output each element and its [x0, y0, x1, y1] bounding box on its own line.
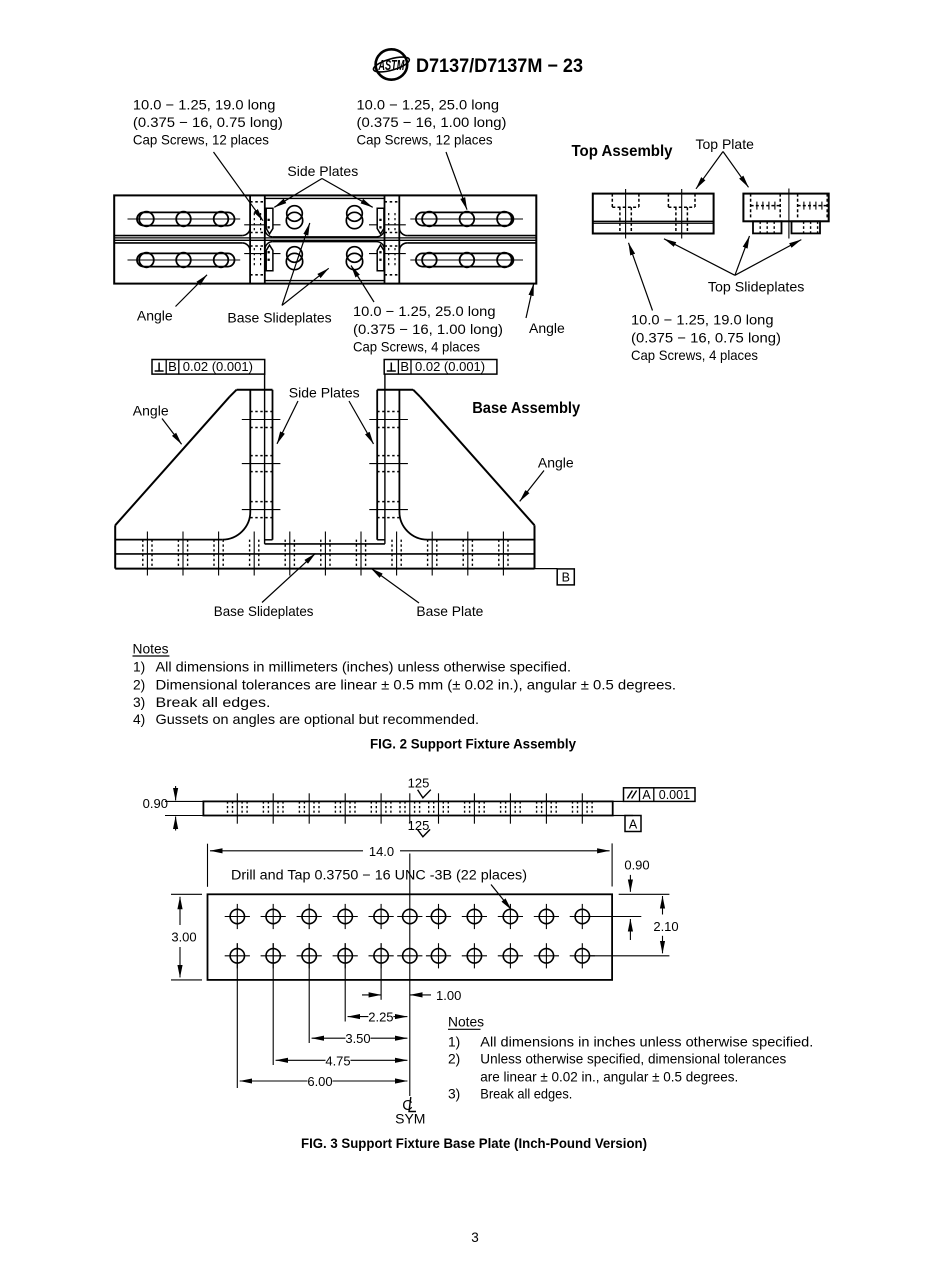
svg-text:125: 125: [408, 776, 430, 791]
svg-text:Cap Screws, 12 places: Cap Screws, 12 places: [133, 132, 269, 148]
svg-text:Cap Screws, 4 places: Cap Screws, 4 places: [353, 339, 480, 355]
svg-text:6.00: 6.00: [307, 1074, 332, 1089]
svg-text:Gussets on angles are optional: Gussets on angles are optional but recom…: [156, 712, 479, 727]
svg-text:Dimensional tolerances are lin: Dimensional tolerances are linear ± 0.5 …: [156, 677, 677, 692]
svg-text:Angle: Angle: [133, 402, 169, 418]
svg-text:B: B: [168, 359, 177, 374]
svg-text:Notes: Notes: [448, 1014, 484, 1029]
svg-text:Top Assembly: Top Assembly: [572, 143, 673, 160]
svg-text:3): 3): [448, 1087, 460, 1102]
svg-text:C: C: [402, 1098, 412, 1114]
svg-text:1.00: 1.00: [436, 988, 461, 1003]
svg-text:All dimensions in millimeters: All dimensions in millimeters (inches) u…: [156, 660, 572, 675]
svg-text:Angle: Angle: [538, 454, 574, 470]
svg-text:3): 3): [133, 695, 145, 710]
svg-text:FIG. 3 Support Fixture Base Pl: FIG. 3 Support Fixture Base Plate (Inch-…: [301, 1135, 647, 1151]
svg-text:2.25: 2.25: [368, 1010, 393, 1025]
svg-text:Top Plate: Top Plate: [696, 136, 755, 152]
svg-text:10.0 − 1.25, 19.0 long: 10.0 − 1.25, 19.0 long: [133, 97, 276, 113]
svg-text:Drill and Tap 0.3750 − 16 UNC: Drill and Tap 0.3750 − 16 UNC -3B (22 pl…: [231, 867, 527, 882]
svg-text:are linear ± 0.02 in., angular: are linear ± 0.02 in., angular ± 0.5 deg…: [480, 1069, 738, 1084]
svg-text:(0.375 − 16, 1.00 long): (0.375 − 16, 1.00 long): [357, 114, 507, 130]
svg-text:Base Slideplates: Base Slideplates: [214, 603, 314, 619]
svg-text:Cap Screws, 4 places: Cap Screws, 4 places: [631, 347, 758, 363]
svg-text:ASTM: ASTM: [378, 57, 405, 74]
svg-text:Top Slideplates: Top Slideplates: [708, 279, 805, 295]
svg-text:FIG. 2 Support Fixture Assembl: FIG. 2 Support Fixture Assembly: [370, 735, 576, 751]
svg-text:Angle: Angle: [137, 308, 173, 324]
svg-text:B: B: [400, 359, 409, 374]
svg-text:4): 4): [133, 712, 145, 727]
svg-text:10.0 − 1.25, 25.0 long: 10.0 − 1.25, 25.0 long: [357, 97, 500, 113]
svg-text:0.02 (0.001): 0.02 (0.001): [415, 359, 485, 374]
svg-text:(0.375 − 16, 0.75 long): (0.375 − 16, 0.75 long): [631, 329, 781, 345]
svg-text:SYM: SYM: [395, 1110, 425, 1126]
svg-text:Break all edges.: Break all edges.: [480, 1087, 572, 1102]
svg-text:10.0 − 1.25, 19.0 long: 10.0 − 1.25, 19.0 long: [631, 312, 774, 328]
svg-text:0.90: 0.90: [143, 796, 168, 811]
svg-text:Break all edges.: Break all edges.: [156, 695, 271, 710]
svg-text:Angle: Angle: [529, 320, 565, 336]
svg-text:Base Assembly: Base Assembly: [472, 400, 580, 417]
svg-text:All dimensions in inches unles: All dimensions in inches unless otherwis…: [480, 1035, 813, 1050]
svg-text:B: B: [562, 571, 570, 585]
svg-text:3.50: 3.50: [345, 1031, 370, 1046]
svg-text:Unless otherwise specified, di: Unless otherwise specified, dimensional …: [480, 1052, 786, 1067]
svg-text:0.001: 0.001: [659, 788, 690, 802]
svg-text:1): 1): [448, 1035, 460, 1050]
svg-text:0.90: 0.90: [624, 857, 649, 872]
svg-text:Base Slideplates: Base Slideplates: [227, 310, 331, 326]
svg-text:4.75: 4.75: [325, 1053, 350, 1068]
svg-text:Base Plate: Base Plate: [416, 603, 483, 619]
svg-text:A: A: [642, 788, 651, 802]
svg-text:Side Plates: Side Plates: [289, 385, 360, 401]
svg-text:2): 2): [133, 677, 145, 692]
svg-text:14.0: 14.0: [369, 844, 394, 859]
svg-text:1): 1): [133, 660, 145, 675]
svg-text:Side Plates: Side Plates: [287, 163, 358, 179]
svg-text:A: A: [629, 817, 638, 831]
svg-text:3: 3: [471, 1230, 479, 1245]
svg-text:Cap Screws, 12 places: Cap Screws, 12 places: [357, 132, 493, 148]
svg-text:D7137/D7137M − 23: D7137/D7137M − 23: [416, 56, 583, 77]
svg-text:10.0 − 1.25, 25.0 long: 10.0 − 1.25, 25.0 long: [353, 303, 496, 319]
svg-text:Notes: Notes: [133, 641, 169, 656]
svg-text:(0.375 − 16, 1.00 long): (0.375 − 16, 1.00 long): [353, 321, 503, 337]
svg-text:2.10: 2.10: [653, 919, 678, 934]
svg-text:3.00: 3.00: [171, 929, 196, 944]
svg-text:125: 125: [408, 818, 430, 833]
svg-text:(0.375 − 16, 0.75 long): (0.375 − 16, 0.75 long): [133, 114, 283, 130]
svg-text:2): 2): [448, 1052, 460, 1067]
svg-text:0.02 (0.001): 0.02 (0.001): [183, 359, 253, 374]
